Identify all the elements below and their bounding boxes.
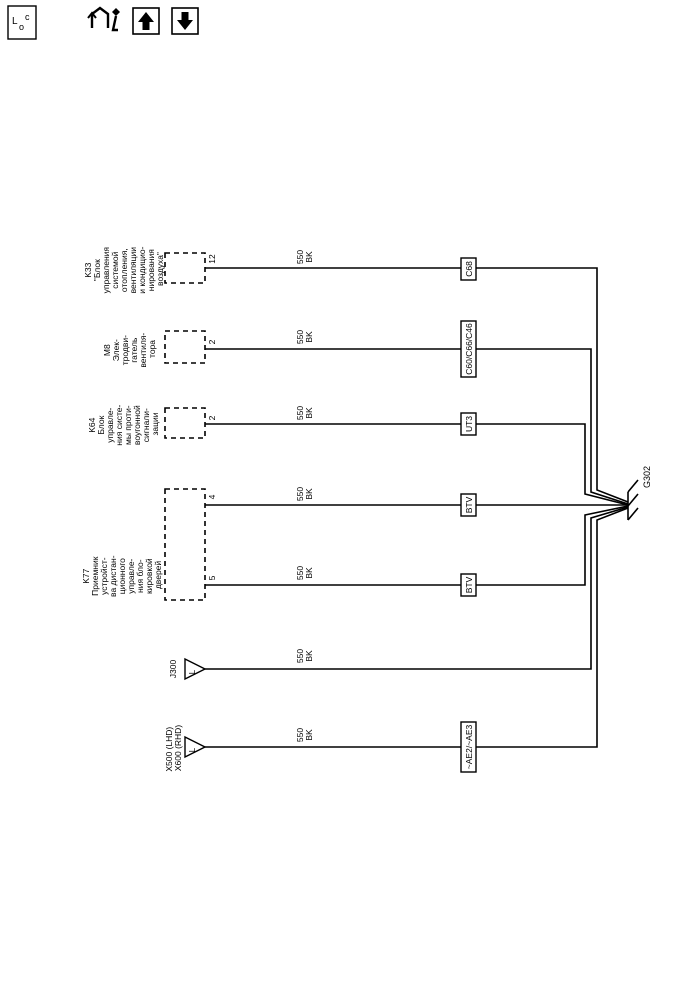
component-k33-box xyxy=(164,252,206,284)
terminal-letters: L L xyxy=(188,669,197,752)
component-labels: K33 "Блок управления системой отопления,… xyxy=(81,244,183,771)
component-k77-box xyxy=(164,488,206,601)
wire-j300 xyxy=(205,506,629,670)
connector-c60-box xyxy=(460,320,477,378)
connector-label: ~AE2/~AE3 xyxy=(464,725,474,770)
wire-k33 xyxy=(205,267,629,503)
connector-labels: C68 C60/C66/C46 UT3 BTV BTV ~AE2/~AE3 xyxy=(464,261,474,769)
wire-color: BK xyxy=(304,567,314,579)
connector-boxes xyxy=(460,257,477,773)
component-m8-box xyxy=(164,330,206,364)
connector-btv5-box xyxy=(460,573,477,597)
wire-gauge: 550 xyxy=(295,406,305,420)
wire-color: BK xyxy=(304,729,314,741)
pin-numbers: 12 2 2 4 5 xyxy=(207,254,217,580)
terminals xyxy=(184,657,207,759)
pin-number: 2 xyxy=(207,415,217,420)
wire-m8 xyxy=(205,348,629,505)
wire-color: BK xyxy=(304,650,314,662)
component-k64-box xyxy=(164,407,206,439)
wire-color: BK xyxy=(304,251,314,263)
connector-label: C68 xyxy=(464,261,474,277)
pin-number: 4 xyxy=(207,494,217,499)
wire-k77-5 xyxy=(205,505,629,586)
connector-btv4-box xyxy=(460,493,477,517)
component-label-x500: X500 (LHD) X600 (RHD) xyxy=(164,724,183,771)
wire-color: BK xyxy=(304,488,314,500)
connector-ut3-box xyxy=(460,412,477,436)
wire-gauge: 550 xyxy=(295,487,305,501)
terminal-x500 xyxy=(184,735,207,759)
component-label-j300: J300 xyxy=(168,660,178,679)
connector-label: UT3 xyxy=(464,416,474,432)
toolbar: L o c xyxy=(7,5,199,40)
svg-text:o: o xyxy=(19,22,24,32)
connector-ae-box xyxy=(460,721,477,773)
wire-k64 xyxy=(205,423,629,506)
wire-gauge: 550 xyxy=(295,649,305,663)
arrow-up-button[interactable] xyxy=(132,7,160,35)
connector-c68-box xyxy=(460,257,477,281)
connector-label: BTV xyxy=(464,576,474,593)
locator-icon[interactable]: L o c xyxy=(7,5,37,40)
pin-number: 12 xyxy=(207,254,217,264)
wire-gauge: 550 xyxy=(295,566,305,580)
terminal-letter: L xyxy=(188,747,197,752)
connector-label: C60/C66/C46 xyxy=(464,323,474,375)
legend-icon[interactable] xyxy=(87,6,120,32)
wire-gauge: 550 xyxy=(295,728,305,742)
terminal-j300 xyxy=(184,657,207,681)
svg-text:c: c xyxy=(25,12,30,22)
wire-x500 xyxy=(205,507,629,748)
arrow-up-icon xyxy=(138,12,154,30)
terminal-letter: L xyxy=(188,669,197,674)
ground-label: G302 xyxy=(642,466,652,488)
component-label-k33: K33 "Блок управления системой отопления,… xyxy=(83,244,165,294)
wire-color: BK xyxy=(304,407,314,419)
svg-text:L: L xyxy=(12,16,18,27)
ground-g302 xyxy=(627,479,639,521)
wire-color: BK xyxy=(304,331,314,343)
component-label-k64: K64 Блок управле- ния систе- мы проти- в… xyxy=(87,402,160,445)
connector-label: BTV xyxy=(464,496,474,513)
wire-gauge: 550 xyxy=(295,250,305,264)
component-label-m8: M8 Элек- тродви- гатель вентиля- тора xyxy=(102,330,157,367)
wire-gauge: 550 xyxy=(295,330,305,344)
arrow-down-icon xyxy=(177,12,193,30)
component-boxes xyxy=(164,252,206,601)
pin-number: 5 xyxy=(207,575,217,580)
pin-number: 2 xyxy=(207,339,217,344)
arrow-down-button[interactable] xyxy=(171,7,199,35)
component-label-k77: K77 Приемник устройст- ва дистан- ционно… xyxy=(81,553,163,597)
wires xyxy=(205,267,629,748)
